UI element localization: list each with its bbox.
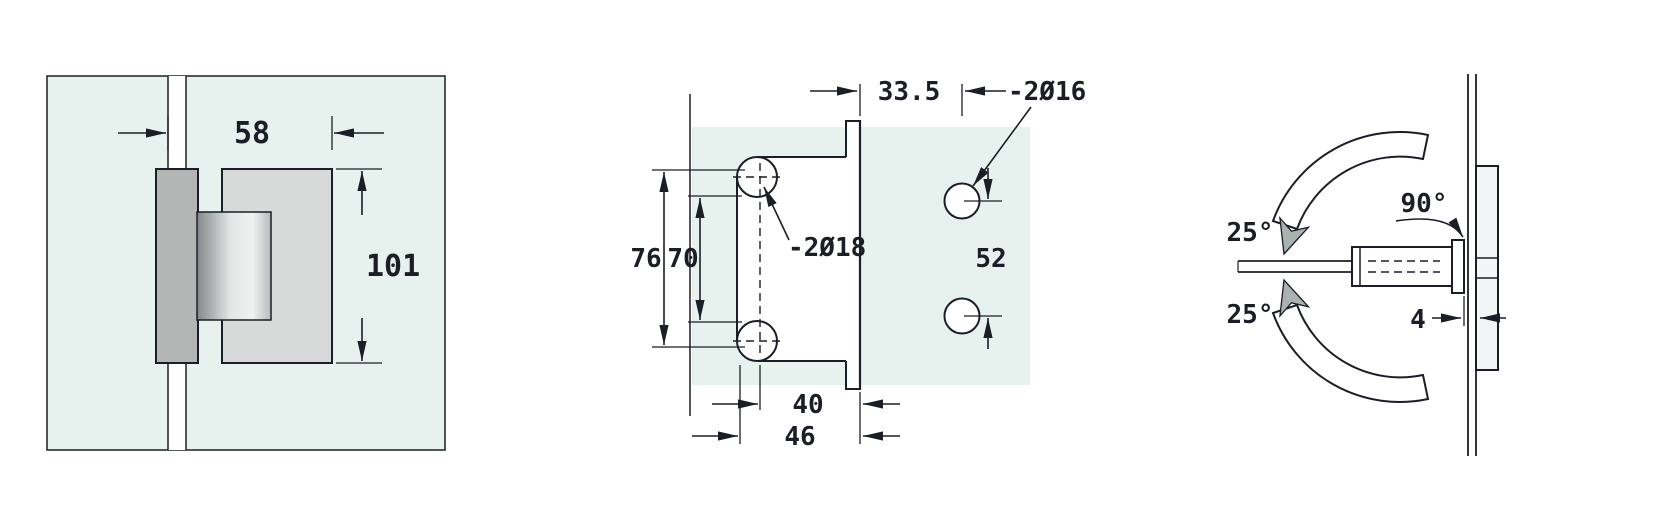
dim-52-label: 52 — [975, 244, 1006, 274]
leader-2d18 — [763, 186, 790, 241]
dim-101-label: 101 — [366, 249, 420, 284]
dim-25-top-label: 25° — [1227, 218, 1274, 248]
dim-46-label: 46 — [784, 422, 815, 452]
clamp-side-body — [1351, 246, 1453, 287]
dim-25-bottom-label: 25° — [1227, 300, 1274, 330]
clamp-end-plate — [1451, 239, 1465, 294]
knuckle-hole-bottom — [736, 320, 778, 362]
knuckle-hole-top — [736, 156, 778, 198]
hinge-knuckle — [196, 211, 272, 321]
swing-arrowhead-bottom — [1279, 278, 1311, 319]
dim-4-label: 4 — [1410, 305, 1426, 335]
swing-arc-bottom — [1271, 303, 1430, 403]
front-view: 58 101 — [46, 75, 446, 451]
plan-view: 33.5 -2Ø16 -2Ø18 52 76 70 40 46 — [630, 77, 1086, 452]
dim-58-label: 58 — [234, 116, 270, 151]
hinge-clamp-bar — [155, 168, 199, 364]
wall-mount-plate — [1475, 165, 1499, 371]
swing-arc-top — [1271, 131, 1430, 231]
dim-40-label: 40 — [792, 390, 823, 420]
label-2d16: -2Ø16 — [1008, 77, 1086, 107]
dim-76-label: 76 — [630, 244, 661, 274]
leader-2d16 — [972, 106, 1032, 187]
dim-33-label: 33.5 — [878, 77, 941, 107]
glass-panel-border — [46, 75, 446, 451]
dim-90-arc-arrow — [1395, 217, 1464, 238]
dim-90-label: 90° — [1401, 189, 1448, 219]
swing-arrowhead-top — [1279, 215, 1311, 256]
side-view: 90° 25° 25° 4 — [1227, 74, 1506, 456]
dim-70-label: 70 — [667, 244, 698, 274]
label-2d18: -2Ø18 — [788, 233, 866, 263]
door-glass-fill — [1238, 261, 1352, 272]
